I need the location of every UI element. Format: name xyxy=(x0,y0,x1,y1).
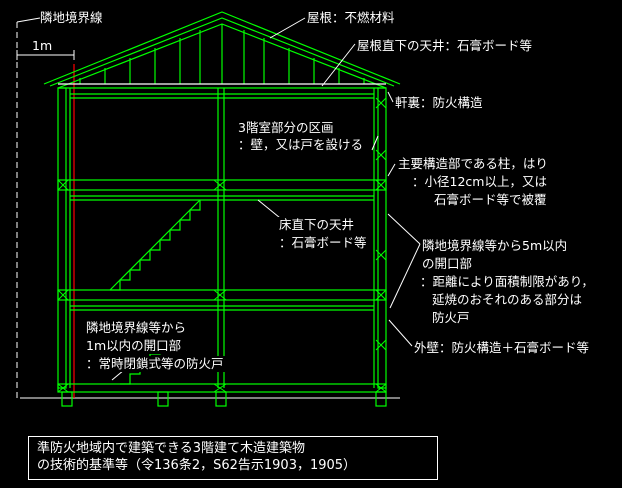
leader-lines xyxy=(111,17,421,381)
columns-label-3: 石膏ボード等で被覆 xyxy=(434,192,547,207)
opening5m-label-3: ：距離により面積制限があり， xyxy=(420,274,594,289)
distance-label: 1m xyxy=(32,38,53,53)
exterior-wall-label: 外壁：防火構造＋石膏ボード等 xyxy=(414,340,590,355)
staircase xyxy=(110,200,201,291)
third-floor-label-1: 3階室部分の区画 xyxy=(237,120,335,136)
floor-ceiling-label-1: 床直下の天井 xyxy=(278,217,356,233)
eaves-label: 軒裏：防火構造 xyxy=(395,95,483,110)
roof-outline xyxy=(43,11,401,85)
ground-floor-beam xyxy=(57,383,387,393)
columns-label-2: ：小径12cm以上，又は xyxy=(412,174,547,189)
roof-label: 屋根：不燃材料 xyxy=(307,10,395,25)
caption-box: 準防火地域内で建築できる3階建て木造建築物 の技術的基準等（令136条2，S62… xyxy=(28,436,438,480)
opening1m-label-3: ：常時閉鎖式等の防火戸 xyxy=(85,356,225,372)
opening1m-label-1: 隣地境界線等から xyxy=(85,320,188,336)
floor-ceiling-label-2: ：石膏ボード等 xyxy=(278,235,368,251)
opening5m-label-5: 防火戸 xyxy=(432,310,470,325)
structure-frame xyxy=(43,11,401,407)
columns-label-1: 主要構造部である柱，はり xyxy=(398,156,548,171)
third-floor-label-2: ：壁，又は戸を設ける xyxy=(237,137,365,153)
floor3-beam xyxy=(57,179,387,191)
bracing xyxy=(57,97,387,393)
caption-line-2: の技術的基準等（令136条2，S62告示1903，1905） xyxy=(37,458,357,473)
opening5m-label-2: の開口部 xyxy=(422,256,473,271)
opening1m-label-2: 1m以内の開口部 xyxy=(85,338,183,354)
caption-line-1: 準防火地域内で建築できる3階建て木造建築物 xyxy=(37,441,306,456)
opening5m-label-1: 隣地境界線等から5m以内 xyxy=(422,238,568,253)
left-wall xyxy=(57,87,67,389)
boundary-line-label: 隣地境界線 xyxy=(40,10,103,25)
boundary-leader xyxy=(16,17,41,23)
roof-ceiling-label: 屋根直下の天井：石膏ボード等 xyxy=(357,38,533,53)
opening5m-label-4: 延焼のおそれのある部分は xyxy=(432,292,583,307)
floor2-beam xyxy=(57,289,387,301)
right-wall xyxy=(377,87,387,389)
